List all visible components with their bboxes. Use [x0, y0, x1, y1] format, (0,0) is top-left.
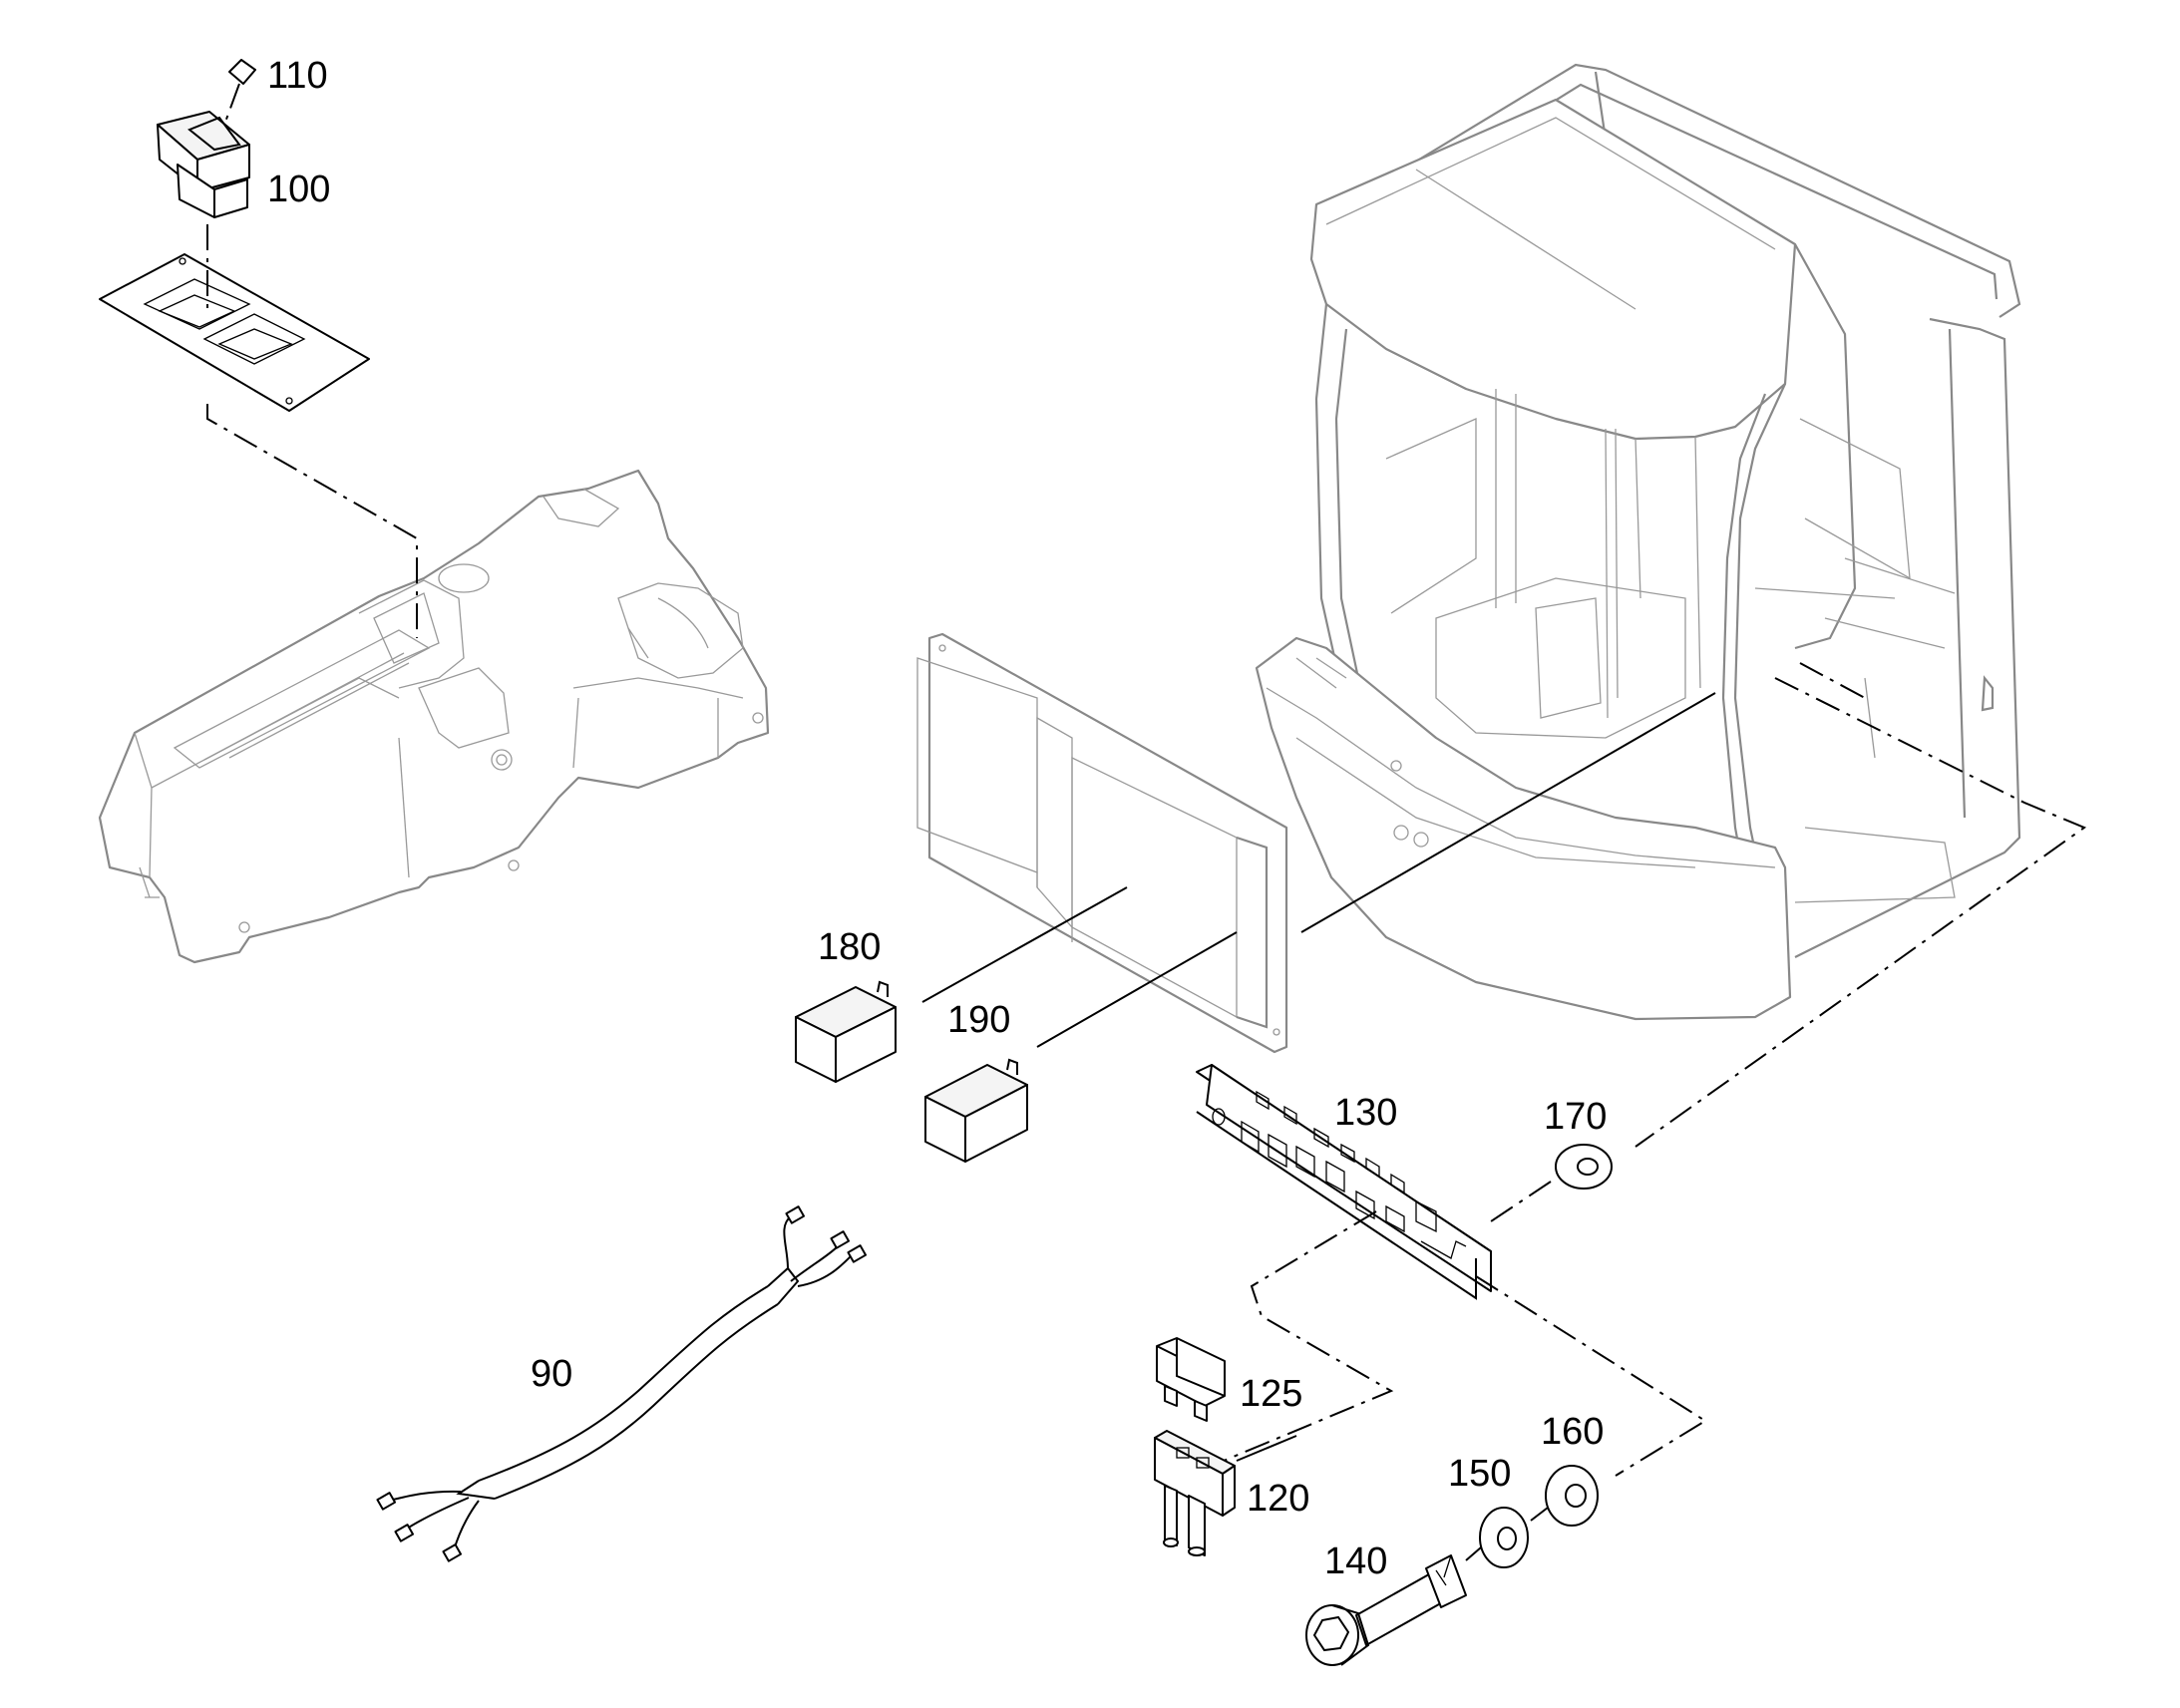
label-180: 180 [818, 926, 881, 968]
wire-harness-90 [376, 1205, 868, 1562]
leader-150-140 [1465, 1546, 1482, 1561]
operator-cab [1255, 63, 2021, 1021]
leader-panel-cab [1300, 692, 1716, 933]
leader-160-150 [1530, 1507, 1549, 1522]
label-90: 90 [531, 1353, 572, 1395]
label-125: 125 [1240, 1373, 1302, 1415]
bolt-140 [1305, 1554, 1467, 1666]
switch-cap-110 [228, 59, 256, 85]
fuse-holder-120 [1154, 1430, 1236, 1556]
switch-panel-plate [99, 253, 370, 412]
washer-170 [1555, 1144, 1613, 1190]
leader-180 [921, 886, 1128, 1003]
leader-110 [223, 83, 240, 126]
label-120: 120 [1247, 1478, 1309, 1520]
leader-170-130 [1490, 1181, 1552, 1222]
washer-160 [1545, 1465, 1599, 1527]
relay-180 [795, 980, 897, 1083]
cab-side-panel [916, 632, 1288, 1054]
leader-120 [1236, 1435, 1297, 1462]
leader-plate-console [206, 404, 418, 638]
label-150: 150 [1448, 1453, 1511, 1495]
label-140: 140 [1324, 1540, 1387, 1582]
leader-130-left [1211, 1210, 1394, 1467]
fuse-box-plate-130 [1196, 1064, 1492, 1300]
label-170: 170 [1544, 1096, 1607, 1138]
washer-150 [1479, 1507, 1529, 1568]
fuse-125 [1156, 1337, 1226, 1422]
leader-130-right [1475, 1275, 1707, 1477]
leader-cab-170 [1635, 677, 2087, 1148]
leader-cab-panel [1799, 662, 1866, 699]
relay-190 [924, 1058, 1028, 1163]
label-160: 160 [1541, 1411, 1604, 1453]
label-100: 100 [267, 169, 330, 210]
leader-190 [1036, 931, 1238, 1048]
side-console [98, 469, 770, 964]
label-110: 110 [267, 55, 328, 97]
rocker-switch-100 [157, 111, 250, 218]
label-190: 190 [947, 999, 1010, 1041]
label-130: 130 [1334, 1092, 1397, 1134]
